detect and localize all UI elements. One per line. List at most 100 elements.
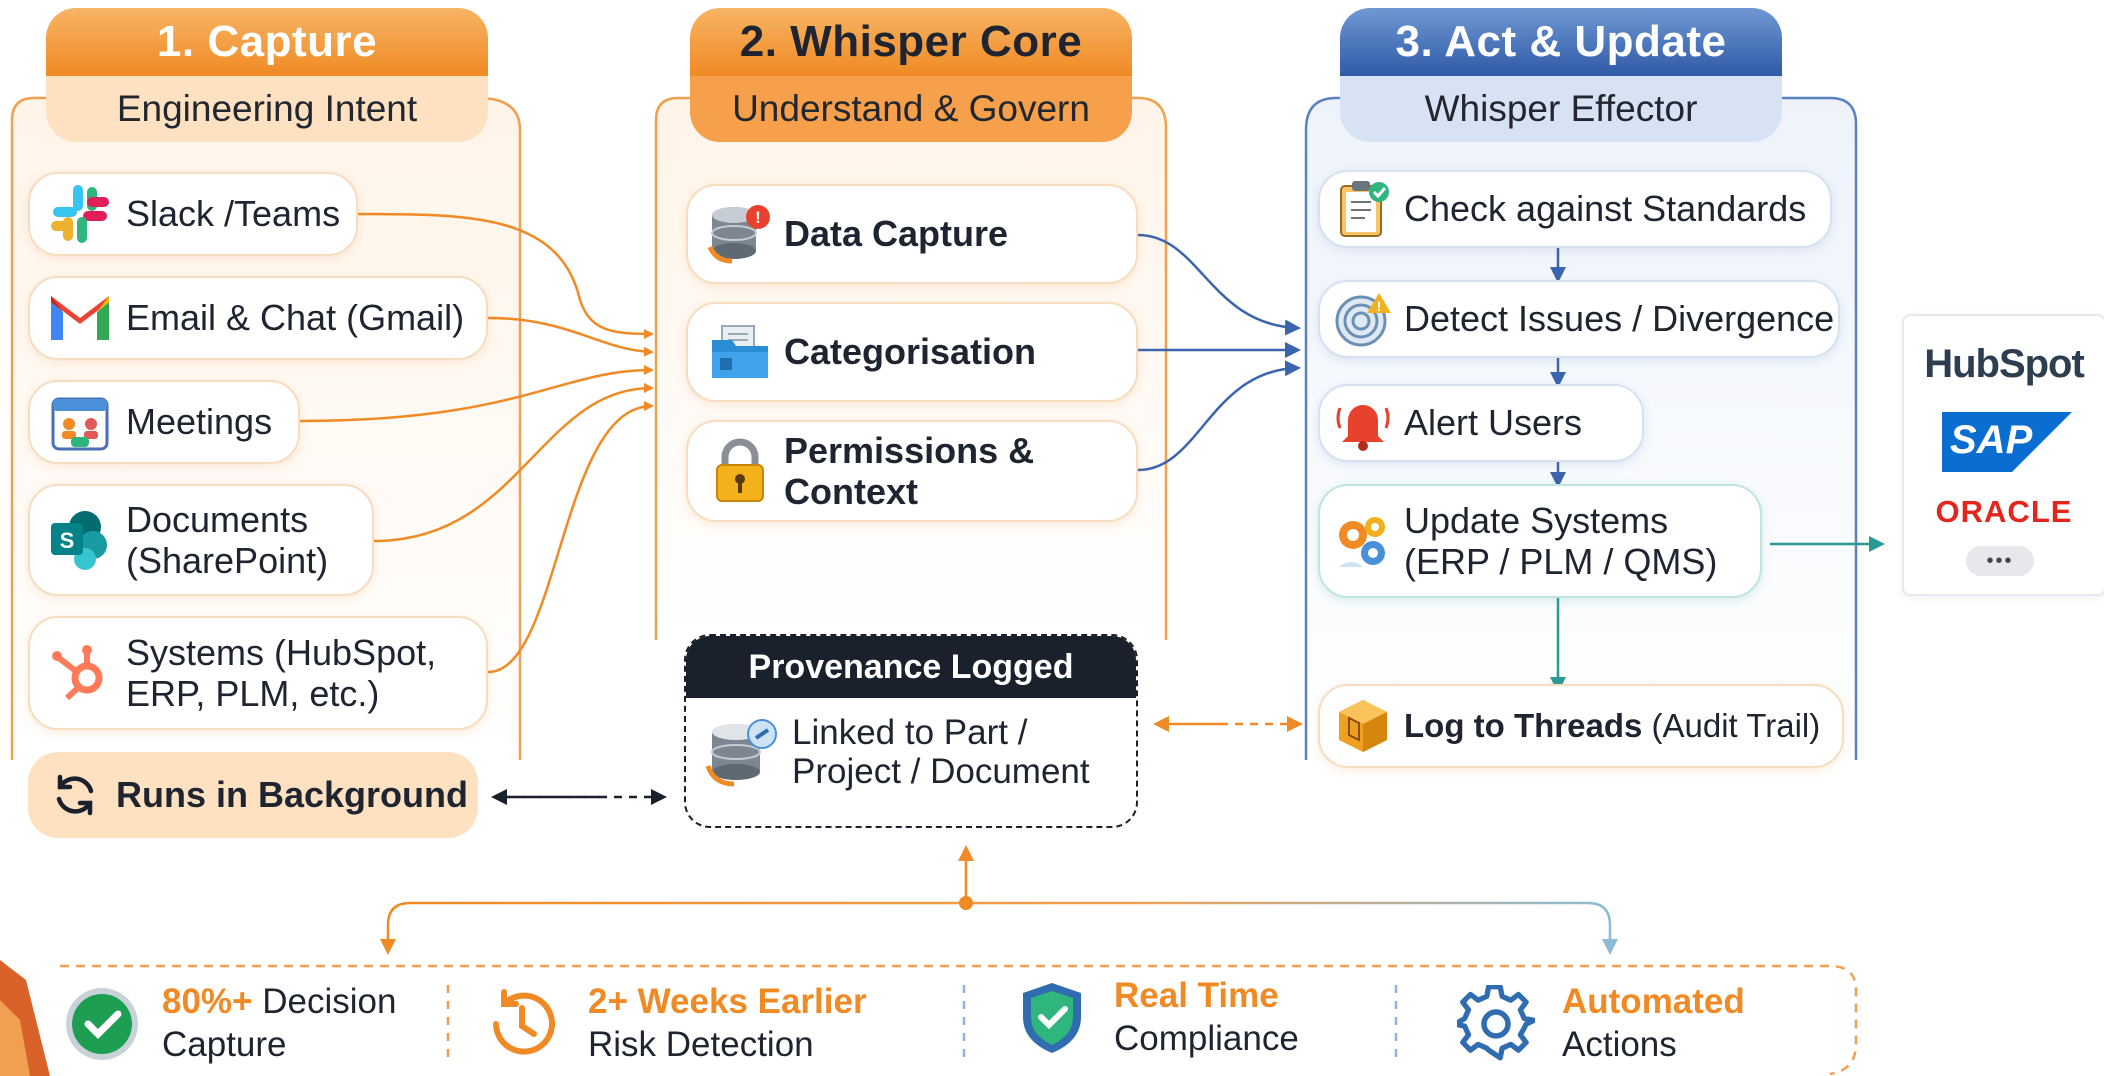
sap-logo-text: SAP xyxy=(1950,418,2033,462)
sharepoint-icon: S xyxy=(44,504,116,576)
log-threads-bold: Log to Threads xyxy=(1404,707,1643,745)
core-title: 2. Whisper Core xyxy=(739,17,1083,66)
step-check-standards: Check against Standards xyxy=(1318,170,1832,248)
core-subheader: Understand & Govern xyxy=(690,76,1132,142)
step-permissions-line2: Context xyxy=(784,471,918,512)
provenance-title: Provenance Logged xyxy=(686,636,1136,698)
capture-subheader: Engineering Intent xyxy=(46,76,488,142)
clock-history-icon xyxy=(480,982,564,1066)
oracle-logo: ORACLE xyxy=(1935,494,2073,529)
step-check-standards-label: Check against Standards xyxy=(1404,188,1807,230)
padlock-icon xyxy=(704,435,776,507)
core-header: 2. Whisper Core xyxy=(690,8,1132,76)
sap-logo: SAP xyxy=(1942,412,2072,472)
check-circle-icon xyxy=(60,982,144,1066)
provenance-box: Provenance Logged Linked to Part / Proje… xyxy=(684,634,1138,828)
capture-title: 1. Capture xyxy=(156,17,378,66)
stat-risk-detection-text: 2+ Weeks Earlier Risk Detection xyxy=(588,981,867,1066)
stat-risk-detection: 2+ Weeks Earlier Risk Detection xyxy=(480,978,930,1070)
source-systems-label: Systems (HubSpot, ERP, PLM, etc.) xyxy=(126,632,436,715)
runs-in-background: Runs in Background xyxy=(28,752,478,838)
svg-text:!: ! xyxy=(755,208,761,227)
source-systems: Systems (HubSpot, ERP, PLM, etc.) xyxy=(28,616,488,730)
provenance-line1: Linked to Part / xyxy=(792,712,1028,752)
source-meetings-label: Meetings xyxy=(126,401,273,443)
gears-icon xyxy=(1330,508,1396,574)
radar-warning-icon: ! xyxy=(1330,286,1396,352)
more-systems-badge: ••• xyxy=(1966,546,2034,576)
stat-decision-capture-line1: 80%+ Decision xyxy=(162,981,396,1024)
stat-automated-strong: Automated xyxy=(1562,982,1745,1022)
hubspot-icon xyxy=(44,637,116,709)
step-log-threads: Log to Threads (Audit Trail) xyxy=(1318,684,1844,768)
source-systems-line2: ERP, PLM, etc.) xyxy=(126,673,380,714)
database-link-icon xyxy=(702,712,782,792)
capture-header: 1. Capture xyxy=(46,8,488,76)
hubspot-logo: HubSpot xyxy=(1924,342,2085,386)
source-sharepoint: S Documents (SharePoint) xyxy=(28,484,374,596)
source-systems-line1: Systems (HubSpot, xyxy=(126,631,437,673)
stat-compliance-line2: Compliance xyxy=(1114,1019,1299,1058)
source-gmail-label: Email & Chat (Gmail) xyxy=(126,297,465,339)
stat-automated-text: Automated Actions xyxy=(1562,981,1745,1066)
sync-icon xyxy=(42,762,108,828)
stat-decision-capture-rest: Decision xyxy=(252,982,397,1022)
step-permissions-line1: Permissions & xyxy=(784,429,1035,471)
svg-text:S: S xyxy=(60,528,75,553)
database-alert-icon: ! xyxy=(704,198,776,270)
step-categorisation: Categorisation xyxy=(686,302,1138,402)
source-sharepoint-label: Documents (SharePoint) xyxy=(126,499,328,582)
stat-compliance-text: Real Time Compliance xyxy=(1114,975,1299,1060)
step-update-systems-label: Update Systems (ERP / PLM / QMS) xyxy=(1404,500,1717,583)
step-log-threads-label: Log to Threads (Audit Trail) xyxy=(1404,707,1820,745)
act-header: 3. Act & Update xyxy=(1340,8,1782,76)
svg-text:!: ! xyxy=(1377,298,1382,314)
source-gmail: Email & Chat (Gmail) xyxy=(28,276,488,360)
capture-subtitle: Engineering Intent xyxy=(116,88,418,129)
step-alert-users: Alert Users xyxy=(1318,384,1644,462)
step-permissions: Permissions & Context xyxy=(686,420,1138,522)
step-categorisation-label: Categorisation xyxy=(784,331,1037,373)
folder-files-icon xyxy=(704,316,776,388)
source-slack-label: Slack /Teams xyxy=(126,193,341,235)
stat-automated: Automated Actions xyxy=(1454,978,1834,1070)
step-detect-issues: ! Detect Issues / Divergence xyxy=(1318,280,1840,358)
core-subtitle: Understand & Govern xyxy=(732,88,1090,129)
threads-cube-icon xyxy=(1330,693,1396,759)
step-update-systems-line2: (ERP / PLM / QMS) xyxy=(1404,541,1718,582)
gmail-icon xyxy=(44,282,116,354)
runs-in-background-label: Runs in Background xyxy=(116,774,469,816)
stat-compliance-strong: Real Time xyxy=(1114,976,1279,1016)
source-slack: Slack /Teams xyxy=(28,172,358,256)
act-subtitle: Whisper Effector xyxy=(1424,88,1698,129)
act-subheader: Whisper Effector xyxy=(1340,76,1782,142)
stat-decision-capture: 80%+ Decision Capture xyxy=(60,978,440,1070)
step-data-capture: ! Data Capture xyxy=(686,184,1138,284)
gear-icon xyxy=(1454,982,1538,1066)
source-meetings: Meetings xyxy=(28,380,300,464)
target-systems-box: HubSpot SAP ORACLE ••• xyxy=(1902,314,2104,596)
step-alert-users-label: Alert Users xyxy=(1404,402,1583,444)
source-sharepoint-line1: Documents xyxy=(126,498,309,540)
calendar-meeting-icon xyxy=(44,386,116,458)
clipboard-check-icon xyxy=(1330,176,1396,242)
step-permissions-label: Permissions & Context xyxy=(784,430,1034,513)
stat-decision-capture-line2: Capture xyxy=(162,1025,287,1064)
shield-check-icon xyxy=(1010,976,1094,1060)
stat-decision-capture-text: 80%+ Decision Capture xyxy=(162,981,396,1066)
step-data-capture-label: Data Capture xyxy=(784,213,1009,255)
stat-compliance: Real Time Compliance xyxy=(1010,972,1370,1064)
provenance-text: Linked to Part / Project / Document xyxy=(792,713,1090,791)
stats-frame xyxy=(60,964,1858,1076)
stat-decision-capture-strong: 80%+ xyxy=(162,982,253,1022)
step-detect-issues-label: Detect Issues / Divergence xyxy=(1404,298,1835,340)
act-title: 3. Act & Update xyxy=(1395,17,1727,66)
source-sharepoint-line2: (SharePoint) xyxy=(126,540,329,581)
stat-risk-detection-strong: 2+ Weeks Earlier xyxy=(588,982,867,1022)
step-update-systems: Update Systems (ERP / PLM / QMS) xyxy=(1318,484,1762,598)
alarm-bell-icon xyxy=(1330,390,1396,456)
slack-icon xyxy=(44,178,116,250)
provenance-line2: Project / Document xyxy=(792,752,1090,791)
stat-risk-detection-line2: Risk Detection xyxy=(588,1025,814,1064)
stat-automated-line2: Actions xyxy=(1562,1025,1677,1064)
